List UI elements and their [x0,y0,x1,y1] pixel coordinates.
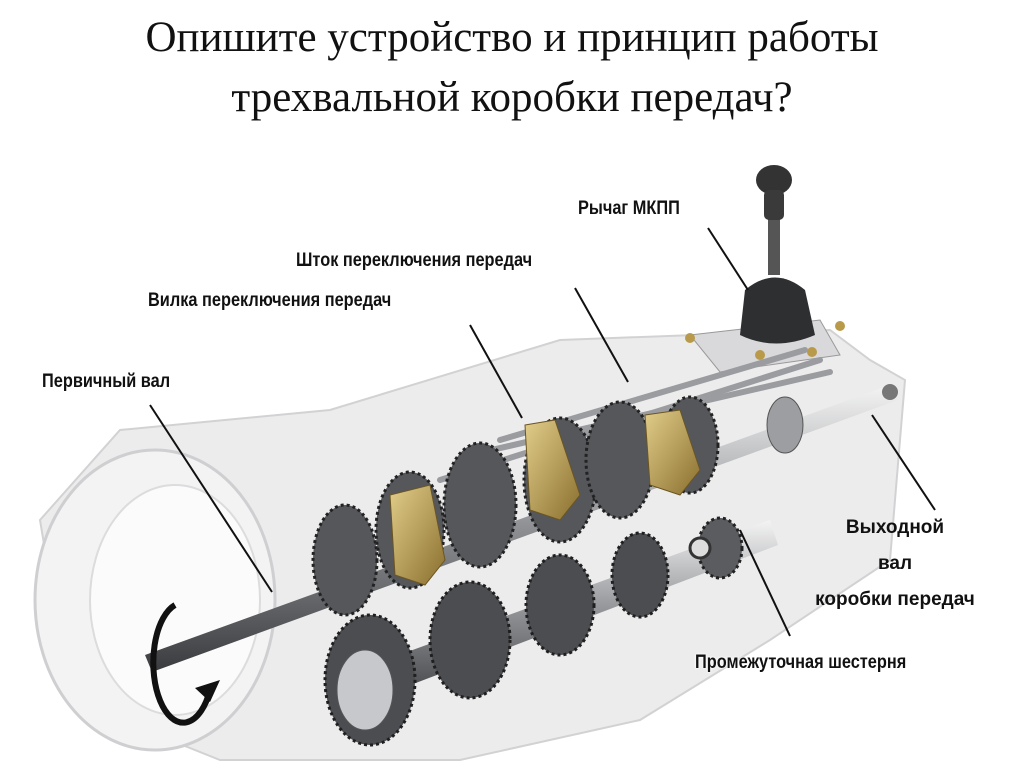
label-input-shaft: Первичный вал [42,371,171,392]
slide-title: Опишите устройство и принцип работы трех… [0,8,1024,128]
label-lever: Рычаг МКПП [578,198,680,219]
label-output-shaft: Выходной вал коробки передач [790,510,1000,618]
idler-gear [688,516,744,580]
label-shift-fork: Вилка переключения передач [148,290,392,311]
label-output-shaft-line-1: Выходной [845,517,945,538]
label-shift-rod: Шток переключения передач [296,250,533,271]
label-idler-gear: Промежуточная шестерня [695,652,907,673]
shift-forks [389,409,701,586]
rotation-arrow-icon [150,602,220,726]
label-output-shaft-line-2: вал [877,553,913,574]
label-output-shaft-line-3: коробки передач [815,589,975,610]
countershaft [323,516,778,747]
title-line-2: трехвальной коробки передач? [231,74,793,121]
gear-lever [685,165,845,373]
title-line-1: Опишите устройство и принцип работы [145,14,879,61]
leader-lines [149,227,936,637]
